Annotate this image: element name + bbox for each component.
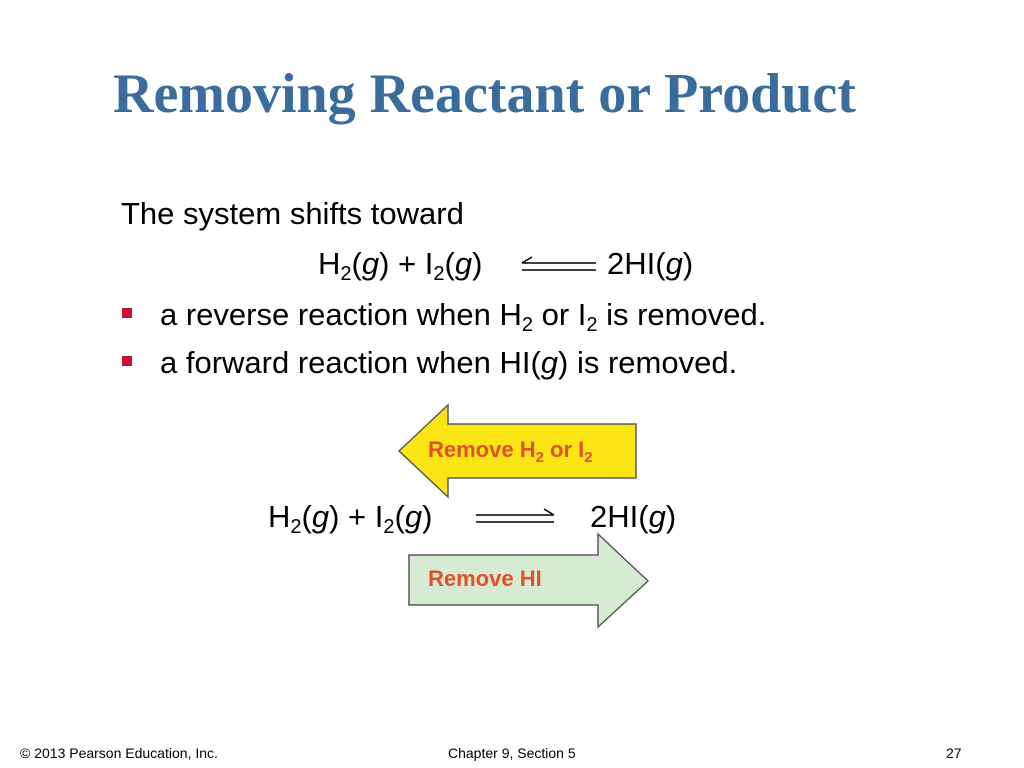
intro-text: The system shifts toward [121, 196, 464, 231]
forward-arrow-icon [408, 532, 650, 629]
equation-bottom-reactants: H2(g) + I2(g) [268, 499, 433, 538]
bullet-reverse: a reverse reaction when H2 or I2 is remo… [122, 295, 766, 343]
reverse-arrow-icon [397, 403, 637, 499]
bullet-list: a reverse reaction when H2 or I2 is remo… [122, 295, 766, 391]
footer-section: Chapter 9, Section 5 [448, 745, 576, 761]
forward-arrow-label: Remove HI [428, 566, 542, 591]
bullet-square-icon [122, 356, 132, 366]
footer-page-number: 27 [946, 745, 962, 761]
equation-top-reactants: H2(g) + I2(g) [318, 246, 483, 285]
reverse-arrow-label: Remove H2 or I2 [428, 437, 593, 466]
equilibrium-arrows-bottom [476, 508, 555, 523]
bullet-square-icon [122, 308, 132, 318]
equilibrium-arrows-top [521, 256, 596, 271]
footer-copyright: © 2013 Pearson Education, Inc. [20, 745, 218, 761]
equation-bottom-product: 2HI(g) [590, 499, 677, 534]
slide-title: Removing Reactant or Product [113, 63, 856, 125]
equation-top-product: 2HI(g) [607, 246, 694, 281]
bullet-forward: a forward reaction when HI(g) is removed… [122, 343, 766, 391]
